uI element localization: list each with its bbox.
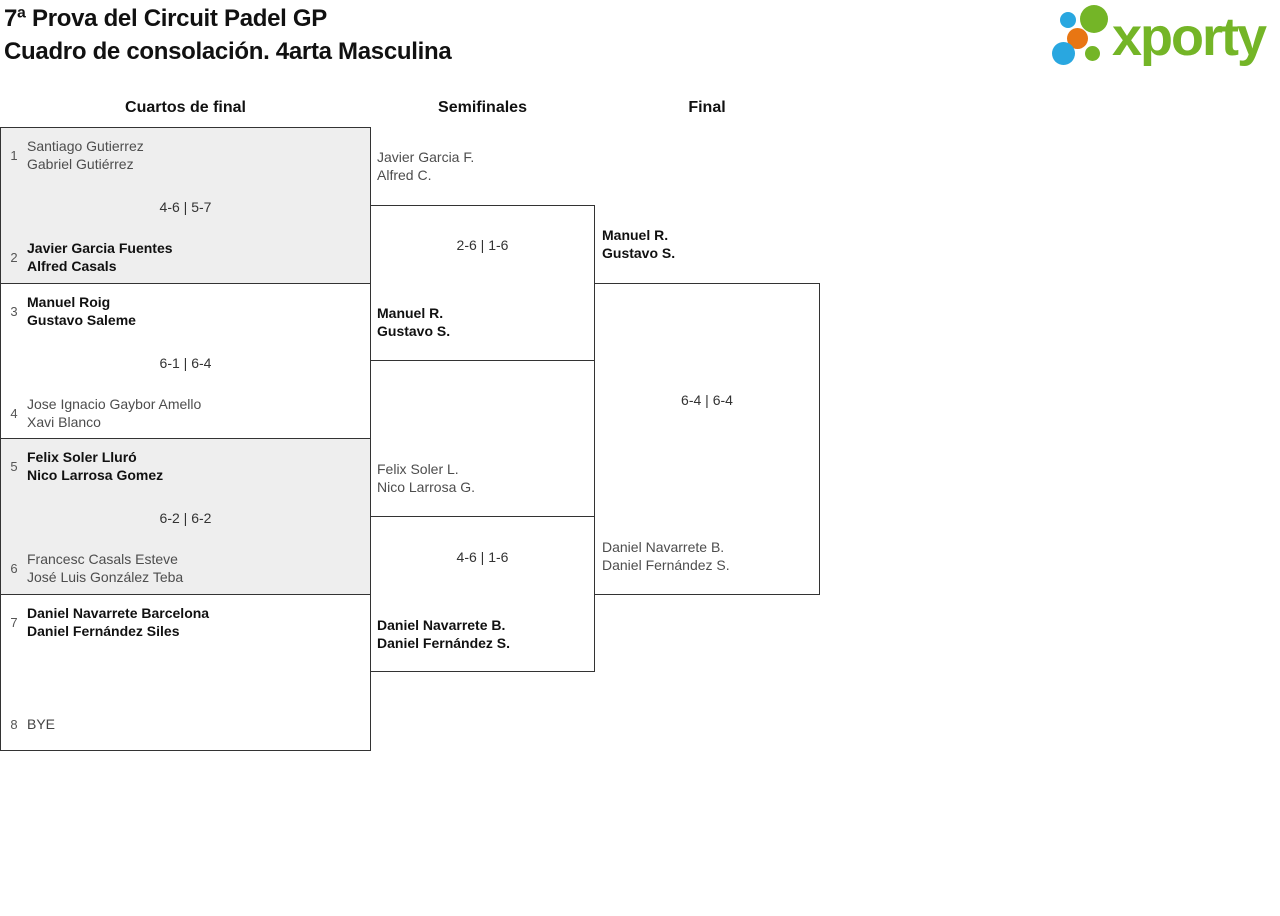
team-players: Javier Garcia Fuentes Alfred Casals [27, 239, 173, 275]
logo-dot-green-small-icon [1085, 46, 1100, 61]
player-name: Daniel Fernández S. [602, 557, 730, 573]
final-score: 6-4 | 6-4 [681, 392, 733, 408]
player-name: BYE [27, 716, 56, 732]
logo-dot-green-large-icon [1080, 5, 1108, 33]
logo-dot-orange-icon [1067, 28, 1088, 49]
logo-text: xporty [1112, 7, 1267, 67]
sf-match-2-connector-box [370, 516, 595, 672]
player-name: Gabriel Gutiérrez [27, 156, 134, 172]
player-name: Nico Larrosa Gomez [27, 467, 164, 483]
sf-match-2-score: 4-6 | 1-6 [456, 549, 509, 565]
round-header-final: Final [688, 99, 726, 116]
player-name: Felix Soler L. [377, 461, 459, 477]
player-name: Jose Ignacio Gaybor Amello [27, 396, 202, 412]
player-name: Daniel Fernández S. [377, 635, 511, 651]
team-row: 5 Felix Soler Lluró Nico Larrosa Gomez [1, 448, 370, 484]
player-name: José Luis González Teba [27, 569, 184, 585]
player-name: Francesc Casals Esteve [27, 551, 178, 567]
team-row: 8 BYE [1, 706, 370, 742]
player-name: Nico Larrosa G. [377, 479, 476, 495]
seed-number: 4 [10, 405, 18, 421]
player-name: Daniel Fernández Siles [27, 623, 180, 639]
final-bottom-team: Daniel Navarrete B. Daniel Fernández S. [602, 538, 730, 574]
player-name: Manuel R. [602, 227, 669, 243]
team-row: 1 Santiago Gutierrez Gabriel Gutiérrez [1, 137, 370, 173]
team-players: Jose Ignacio Gaybor Amello Xavi Blanco [27, 395, 201, 431]
team-row: 6 Francesc Casals Esteve José Luis Gonzá… [1, 550, 370, 586]
logo-dot-blue-large-icon [1052, 42, 1075, 65]
player-name: Javier Garcia F. [377, 149, 475, 165]
player-name: Daniel Navarrete B. [377, 617, 506, 633]
team-players: Francesc Casals Esteve José Luis Gonzále… [27, 550, 183, 586]
qf-match-box-3: 5 Felix Soler Lluró Nico Larrosa Gomez 6… [0, 438, 371, 595]
player-name: Javier Garcia Fuentes [27, 240, 173, 256]
sf-match-1-connector-box [370, 205, 595, 361]
qf-match-box-4: 7 Daniel Navarrete Barcelona Daniel Fern… [0, 594, 371, 751]
team-players: Santiago Gutierrez Gabriel Gutiérrez [27, 137, 144, 173]
qf-match-box-1: 1 Santiago Gutierrez Gabriel Gutiérrez 4… [0, 127, 371, 284]
player-name: Gustavo S. [377, 323, 451, 339]
final-match-connector-box [594, 283, 820, 595]
team-players: Manuel Roig Gustavo Saleme [27, 293, 136, 329]
sf-match-1-bottom-team: Manuel R. Gustavo S. [377, 304, 450, 340]
final-top-team: Manuel R. Gustavo S. [602, 226, 675, 262]
player-name: Daniel Navarrete Barcelona [27, 605, 210, 621]
match-score: 6-2 | 6-2 [159, 510, 212, 526]
seed-number: 6 [10, 560, 18, 576]
sf-match-2-bottom-team: Daniel Navarrete B. Daniel Fernández S. [377, 616, 510, 652]
seed-number: 8 [10, 716, 18, 732]
player-name: Santiago Gutierrez [27, 138, 144, 154]
team-row: 4 Jose Ignacio Gaybor Amello Xavi Blanco [1, 395, 370, 431]
team-row: 7 Daniel Navarrete Barcelona Daniel Fern… [1, 604, 370, 640]
player-name: Manuel Roig [27, 294, 111, 310]
match-score: 4-6 | 5-7 [159, 199, 212, 215]
player-name: Xavi Blanco [27, 414, 101, 430]
player-name: Alfred C. [377, 167, 432, 183]
player-name: Manuel R. [377, 305, 444, 321]
seed-number: 2 [10, 249, 18, 265]
sf-match-2-top-team: Felix Soler L. Nico Larrosa G. [377, 460, 475, 496]
team-players: Daniel Navarrete Barcelona Daniel Fernán… [27, 604, 209, 640]
sf-match-1-score: 2-6 | 1-6 [456, 237, 509, 253]
round-header-cuartos-de-final: Cuartos de final [125, 99, 246, 116]
player-name: Gustavo Saleme [27, 312, 136, 328]
page-title-line2: Cuadro de consolación. 4arta Masculina [4, 38, 452, 65]
team-row: 2 Javier Garcia Fuentes Alfred Casals [1, 239, 370, 275]
player-name: Daniel Navarrete B. [602, 539, 725, 555]
team-row: 3 Manuel Roig Gustavo Saleme [1, 293, 370, 329]
match-score: 6-1 | 6-4 [159, 355, 212, 371]
qf-match-box-2: 3 Manuel Roig Gustavo Saleme 6-1 | 6-4 4… [0, 283, 371, 439]
page-title-line1: 7ª Prova del Circuit Padel GP [4, 5, 327, 32]
player-name: Alfred Casals [27, 258, 117, 274]
team-players: BYE [27, 715, 55, 733]
round-header-semifinales: Semifinales [438, 99, 527, 116]
seed-number: 5 [10, 458, 18, 474]
logo-dot-blue-small-icon [1060, 12, 1076, 28]
player-name: Felix Soler Lluró [27, 449, 137, 465]
seed-number: 3 [10, 303, 18, 319]
seed-number: 7 [10, 614, 18, 630]
seed-number: 1 [10, 147, 18, 163]
sf-match-1-top-team: Javier Garcia F. Alfred C. [377, 148, 474, 184]
player-name: Gustavo S. [602, 245, 676, 261]
team-players: Felix Soler Lluró Nico Larrosa Gomez [27, 448, 163, 484]
